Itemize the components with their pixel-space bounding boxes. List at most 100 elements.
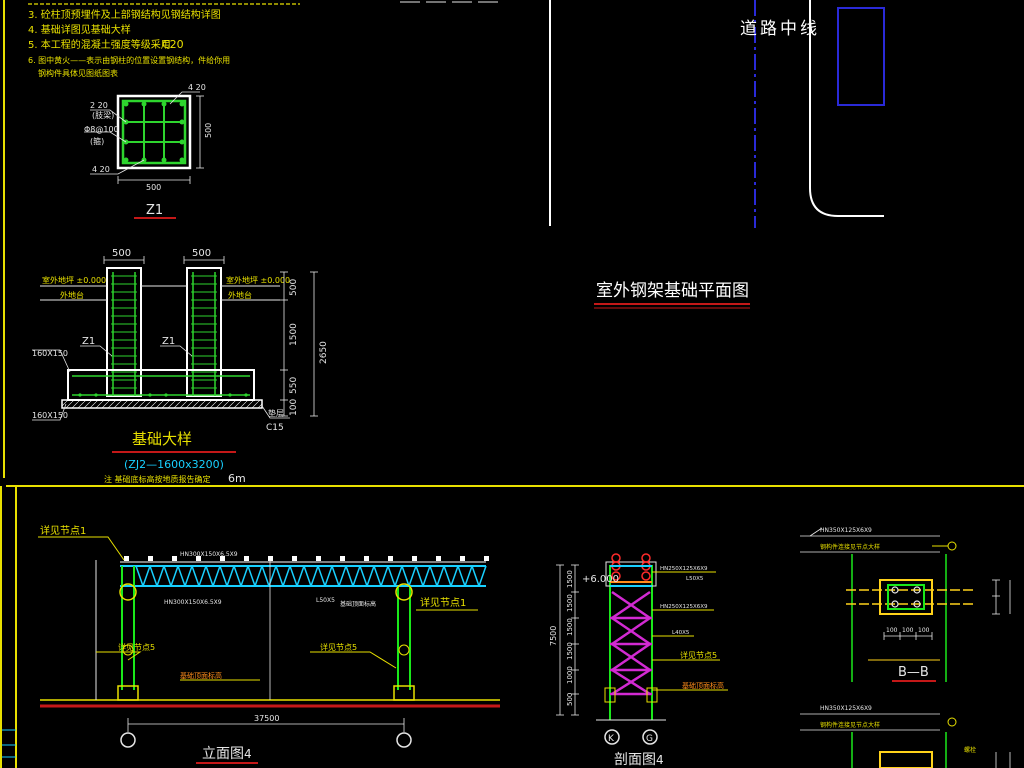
truss-diagonal (317, 565, 326, 587)
purlin-mark (268, 556, 273, 561)
truss-diagonal (380, 565, 389, 587)
grade-level-left: 室外地坪 ±0.000 (42, 275, 106, 285)
section-tag-1: HN250X125X6X9 (660, 566, 708, 572)
truss-diagonal (142, 565, 151, 587)
truss-diagonal (471, 565, 480, 587)
site-plan: 道路中线 室外钢架基础平面图 (400, 0, 885, 309)
truss-diagonal (464, 565, 473, 587)
section-dim-2: 1500 (566, 594, 574, 612)
elevation-foot-tag-2: 基础顶面标高 (340, 600, 376, 608)
truss-diagonal (289, 565, 298, 587)
elevation-detail-right: 详见节点1 (420, 596, 466, 609)
depth-dim-3: 550 (289, 377, 299, 394)
purlin-mark (316, 556, 321, 561)
truss-diagonal (450, 565, 459, 587)
z1-stirrups-note: (箍) (90, 136, 104, 146)
tie-beam-top: 160X150 (32, 349, 68, 358)
section-axis-g: G (646, 734, 653, 744)
truss-diagonal (373, 565, 382, 587)
elevation-node5-mid: 详见节点5 (320, 642, 357, 652)
bb-member-tag-2: HN350X125X6X9 (820, 705, 872, 712)
truss-diagonal (247, 565, 256, 587)
section-node-label: 详见节点5 (680, 650, 717, 660)
note-line-6: 6. 图中黄火——表示由钢柱的位置设置钢结构，件给你用 (28, 55, 230, 65)
section-brace (611, 616, 651, 646)
platform-level-right: 外地台 (228, 290, 252, 300)
section-tag-2: HN250X125X6X9 (660, 604, 708, 610)
frame-ticks (2, 729, 16, 758)
foundation-z1-right: Z1 (162, 336, 175, 347)
truss-diagonal (352, 565, 361, 587)
truss-diagonal (212, 565, 221, 587)
truss-diagonal (387, 565, 396, 587)
truss-diagonal (135, 565, 144, 587)
purlin-mark (172, 556, 177, 561)
section-foot-label: 基础顶面标高 (682, 681, 724, 690)
truss-diagonal (184, 565, 193, 587)
z1-side-bars-note: (肢梁) (92, 110, 114, 120)
depth-dim-2: 1500 (289, 323, 299, 346)
foundation-col-width-left: 500 (112, 248, 131, 259)
depth-dim-1: 500 (289, 279, 299, 296)
truss-diagonal (226, 565, 235, 587)
section-total-dim: 7500 (549, 626, 558, 646)
elevation-column-tag: L50X5 (316, 597, 335, 604)
general-notes: 3. 砼柱顶预埋件及上部钢结构见钢结构详图 4. 基础详图见基础大样 5. 本工… (28, 8, 230, 78)
section-top-elev: +6.000 (582, 574, 619, 585)
section-dim-3: 1500 (566, 618, 574, 636)
foundation-remark-depth: 6m (228, 472, 246, 485)
truss-diagonal (261, 565, 270, 587)
grade-level-right: 室外地坪 ±0.000 (226, 275, 290, 285)
bb-title: B—B (898, 665, 929, 680)
purlin-mark (412, 556, 417, 561)
truss-diagonal (415, 565, 424, 587)
elevation-beam-tag-2: HN300X150X6.5X9 (164, 599, 222, 606)
elevation-foot-tag: 基础顶面标高 (180, 671, 222, 680)
foundation-subtitle: (ZJ2—1600x3200) (124, 458, 224, 471)
truss-diagonal (457, 565, 466, 587)
truss-diagonal (324, 565, 333, 587)
tie-beam-bottom: 160X150 (32, 411, 68, 420)
foundation-z1-left: Z1 (82, 336, 95, 347)
foundation-title: 基础大样 (132, 430, 192, 448)
purlin-mark (364, 556, 369, 561)
purlin-mark (124, 556, 129, 561)
bb-connection-label: 钢构件连接见节点大样 (820, 543, 880, 551)
truss-diagonal (310, 565, 319, 587)
truss-diagonal (198, 565, 207, 587)
section-tag-3: L40X5 (672, 630, 690, 636)
truss-diagonal (394, 565, 403, 587)
truss-diagonal (170, 565, 179, 587)
foundation-remark: 注 基础底标高按地质报告确定 (104, 474, 211, 484)
purlin-mark (196, 556, 201, 561)
bb-connection-label-2: 钢构件连接见节点大样 (820, 721, 880, 729)
section-view: 7500 1500 1500 1500 1500 1000 500 +6.000… (549, 553, 728, 768)
truss-diagonal (191, 565, 200, 587)
elevation-title: 立面图 (202, 746, 244, 762)
section-tag-4: L50X5 (686, 576, 704, 582)
truss-diagonal (282, 565, 291, 587)
truss-diagonal (443, 565, 452, 587)
truss-diagonal (429, 565, 438, 587)
purlin-mark (436, 556, 441, 561)
bb-dim-1: 100 (886, 627, 898, 634)
site-plan-title: 室外钢架基础平面图 (596, 281, 749, 301)
note-line-4: 4. 基础详图见基础大样 (28, 23, 131, 36)
truss-diagonal (436, 565, 445, 587)
foundation-col-width-right: 500 (192, 248, 211, 259)
depth-dim-4: 100 (289, 399, 299, 416)
platform-level-left: 外地台 (60, 290, 84, 300)
road-centerline-label: 道路中线 (740, 19, 820, 39)
truss-diagonal (366, 565, 375, 587)
bb-member-tag: HN350X125X6X9 (820, 527, 872, 534)
truss-diagonal (338, 565, 347, 587)
truss-diagonal (156, 565, 165, 587)
purlin-mark (148, 556, 153, 561)
note-line-5: 5. 本工程的混凝土强度等级采用 (28, 38, 171, 51)
z1-stirrups: Φ8@100 (84, 125, 119, 134)
foundation-detail: 500 500 室外地坪 ±0.000 外地台 室外地坪 ±0.000 外地 (32, 248, 329, 485)
section-title: 剖面图 (614, 752, 656, 768)
z1-title: Z1 (146, 203, 163, 218)
purlin-mark (484, 556, 489, 561)
